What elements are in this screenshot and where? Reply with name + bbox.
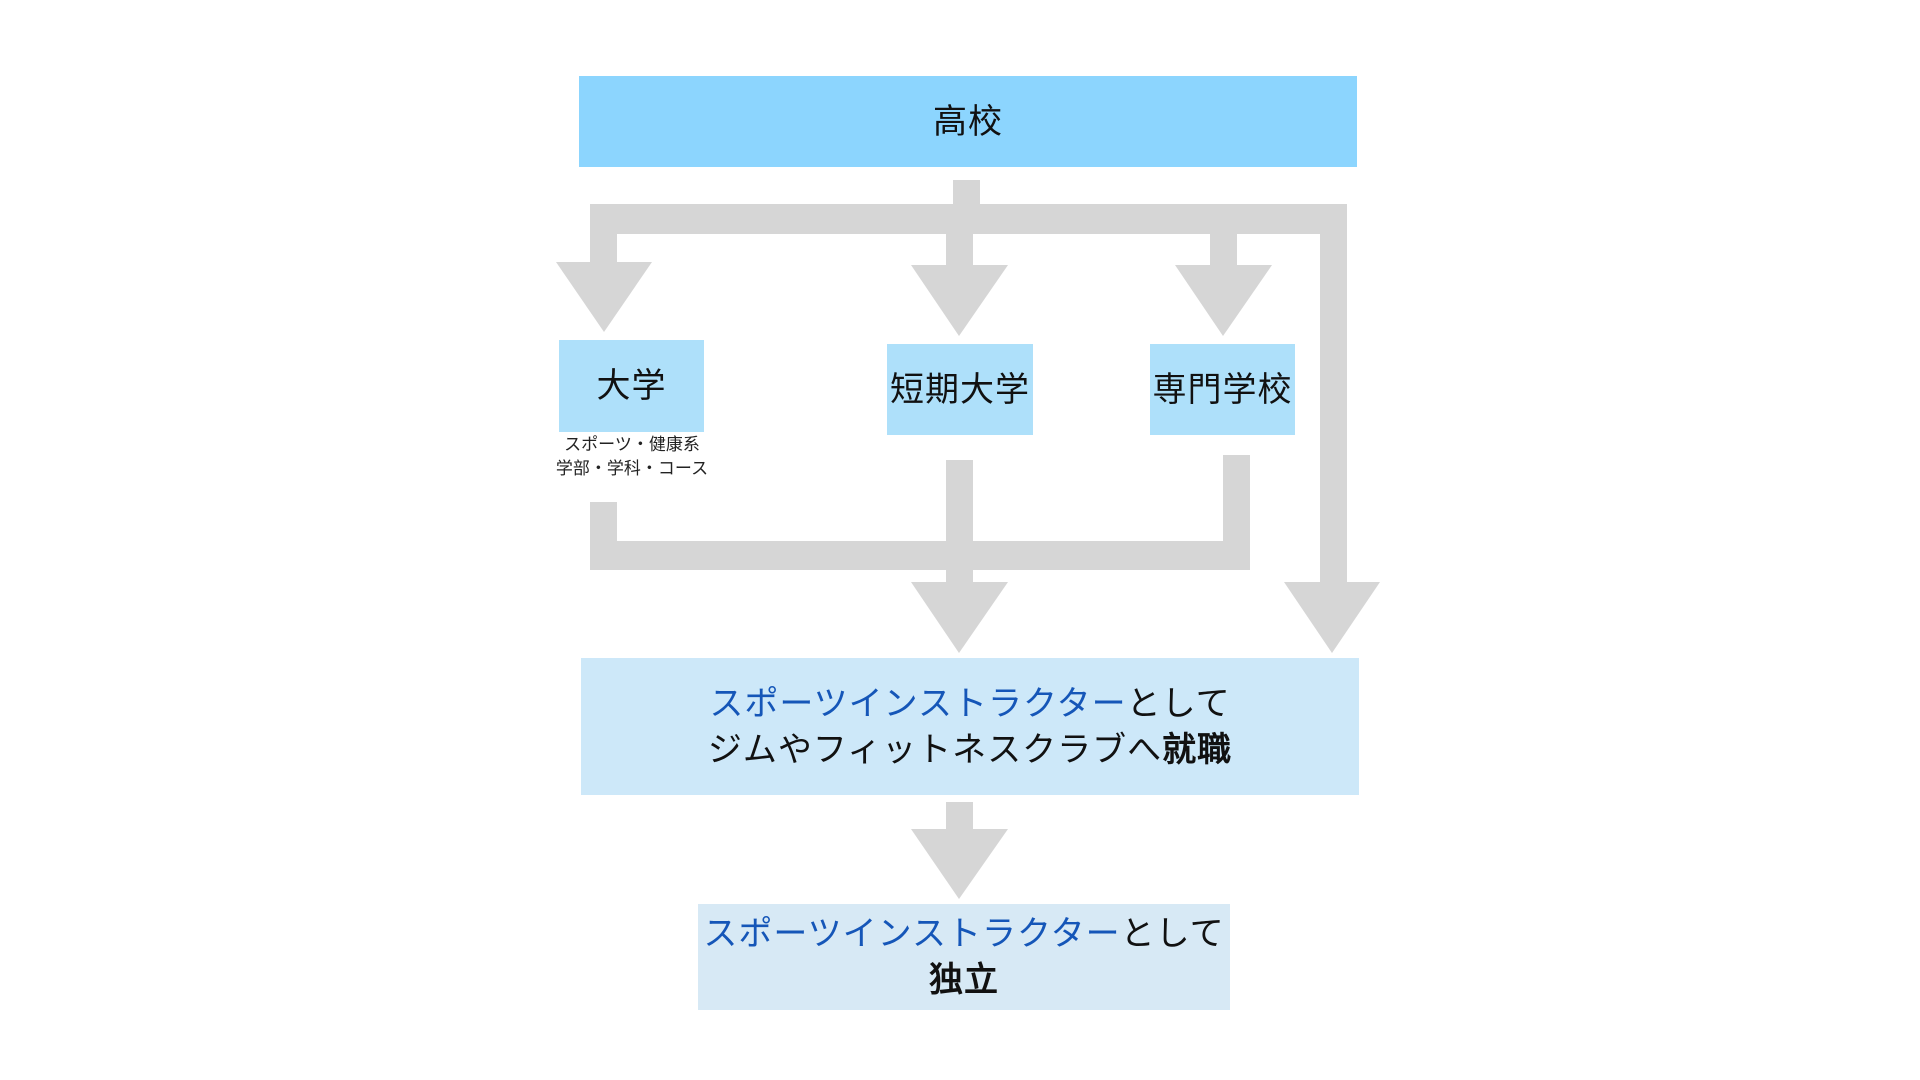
high-school-label: 高校 bbox=[933, 101, 1003, 142]
independence-role: スポーツインストラクター bbox=[703, 914, 1121, 954]
independence-as: として bbox=[1120, 914, 1225, 954]
independence-line1: スポーツインストラクターとして bbox=[703, 911, 1224, 957]
employment-role: スポーツインストラクター bbox=[709, 683, 1127, 724]
arrow-head-right-to-employment bbox=[1284, 582, 1380, 653]
connector-line-right bbox=[1320, 204, 1347, 586]
vocational-school-label: 専門学校 bbox=[1152, 369, 1293, 410]
junior-college-label: 短期大学 bbox=[890, 369, 1030, 410]
connector-stem-center bbox=[946, 460, 973, 585]
arrow-head-junior-college bbox=[911, 265, 1008, 336]
university-note-line1: スポーツ・健康系 bbox=[564, 435, 700, 455]
arrow-shaft-university bbox=[590, 230, 617, 262]
vocational-school-box: 専門学校 bbox=[1150, 344, 1295, 435]
high-school-box: 高校 bbox=[579, 76, 1357, 167]
university-label: 大学 bbox=[596, 366, 667, 406]
arrow-shaft-junior-college bbox=[946, 230, 973, 266]
arrow-head-vocational bbox=[1175, 265, 1272, 336]
arrow-head-to-independence bbox=[911, 829, 1008, 899]
university-box: 大学 bbox=[559, 340, 704, 432]
employment-line2: ジムやフィットネスクラブへ就職 bbox=[708, 727, 1232, 773]
independence-line2: 独立 bbox=[929, 957, 999, 1003]
independence-strong: 独立 bbox=[929, 960, 999, 1000]
university-note: スポーツ・健康系 学部・学科・コース bbox=[532, 433, 732, 481]
junior-college-box: 短期大学 bbox=[887, 344, 1033, 435]
employment-place: ジムやフィットネスクラブへ bbox=[707, 729, 1163, 770]
university-note-line2: 学部・学科・コース bbox=[555, 459, 709, 479]
employment-strong: 就職 bbox=[1162, 729, 1233, 770]
arrow-head-to-employment bbox=[911, 582, 1008, 653]
connector-bar-top bbox=[590, 204, 1347, 234]
arrow-shaft-vocational bbox=[1210, 230, 1237, 266]
arrow-shaft-to-independence bbox=[946, 802, 973, 832]
independence-box: スポーツインストラクターとして 独立 bbox=[698, 904, 1230, 1010]
arrow-head-university bbox=[556, 262, 652, 332]
employment-line1: スポーツインストラクターとして bbox=[709, 681, 1230, 727]
employment-as: として bbox=[1126, 683, 1231, 724]
connector-bar-bottom bbox=[590, 541, 1250, 570]
employment-box: スポーツインストラクターとして ジムやフィットネスクラブへ就職 bbox=[581, 658, 1359, 795]
